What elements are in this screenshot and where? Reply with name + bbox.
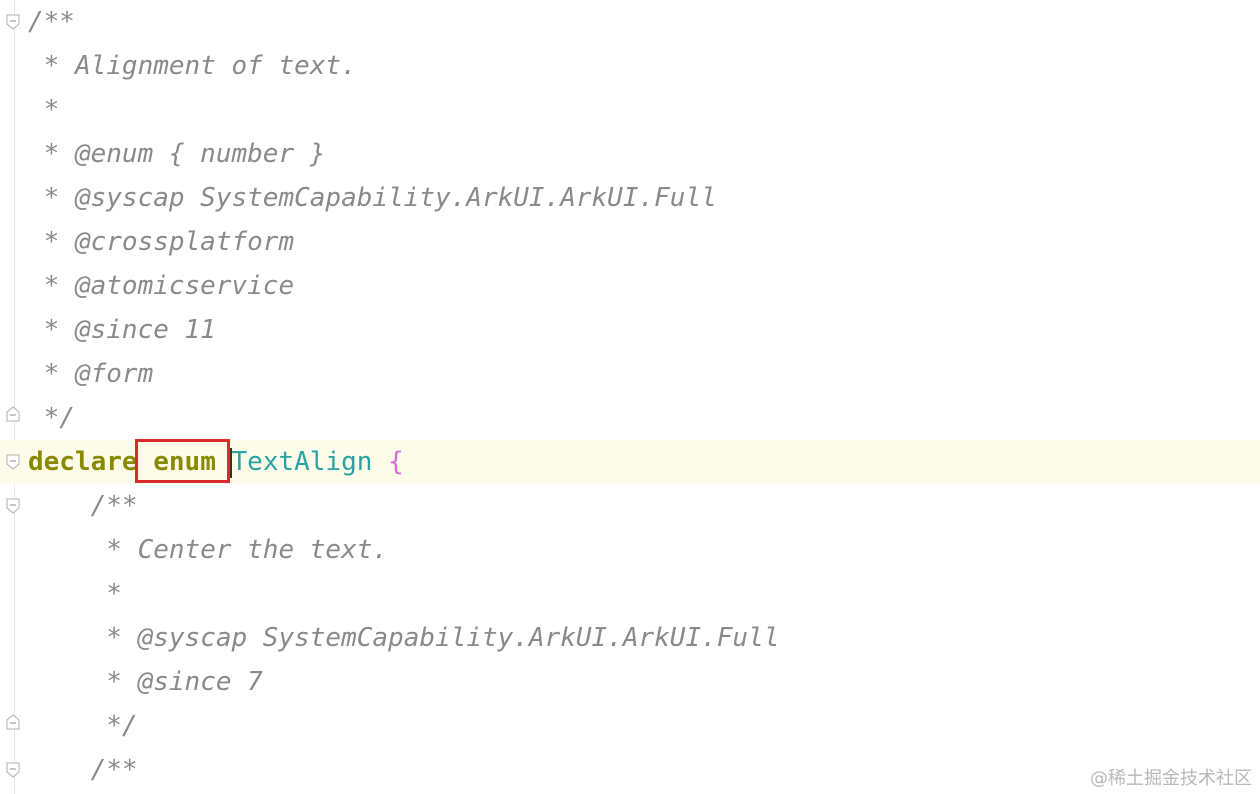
annotation-highlight-box	[135, 439, 230, 483]
comment-content: */	[90, 711, 138, 741]
watermark: @稀土掘金技术社区	[1090, 768, 1252, 789]
indent	[28, 535, 91, 565]
code-line[interactable]: * @since 7	[0, 660, 1260, 704]
text-caret	[230, 448, 232, 478]
comment-text: * @enum { number }	[28, 139, 326, 169]
comment-text: *	[28, 578, 122, 610]
code-line-current[interactable]: declare enum TextAlign {	[0, 440, 1260, 484]
fold-close-icon[interactable]	[6, 714, 20, 730]
indent	[28, 711, 91, 741]
comment-content: * @since 7	[90, 667, 263, 697]
code-line[interactable]: */	[0, 396, 1260, 440]
code-line[interactable]: */	[0, 704, 1260, 748]
code-line[interactable]: *	[0, 572, 1260, 616]
code-line[interactable]: * @form	[0, 352, 1260, 396]
gutter-divider	[14, 0, 15, 794]
comment-content: *	[90, 579, 122, 609]
comment-content: /**	[90, 755, 138, 785]
comment-text: * @syscap SystemCapability.ArkUI.ArkUI.F…	[28, 622, 779, 654]
code-line[interactable]: * @syscap SystemCapability.ArkUI.ArkUI.F…	[0, 176, 1260, 220]
code-line[interactable]: /**	[0, 484, 1260, 528]
code-line[interactable]: * @syscap SystemCapability.ArkUI.ArkUI.F…	[0, 616, 1260, 660]
comment-content: * Center the text.	[90, 535, 389, 565]
comment-text: * @syscap SystemCapability.ArkUI.ArkUI.F…	[28, 183, 717, 213]
code-line[interactable]: * @atomicservice	[0, 264, 1260, 308]
code-line[interactable]: *	[0, 88, 1260, 132]
code-line[interactable]: * Alignment of text.	[0, 44, 1260, 88]
comment-text: /**	[28, 490, 138, 522]
comment-text: * @since 7	[28, 666, 263, 698]
comment-text: */	[28, 403, 75, 433]
comment-text: /**	[28, 754, 138, 786]
code-line[interactable]: * @since 11	[0, 308, 1260, 352]
comment-text: * @since 11	[28, 315, 216, 345]
fold-open-icon[interactable]	[6, 14, 20, 30]
fold-open-icon[interactable]	[6, 454, 20, 470]
code-line[interactable]: /**	[0, 0, 1260, 44]
indent	[28, 579, 91, 609]
indent	[28, 491, 91, 521]
comment-text: * @atomicservice	[28, 271, 295, 301]
open-brace: {	[388, 447, 404, 477]
comment-text: * Alignment of text.	[28, 51, 357, 81]
comment-text: */	[28, 710, 138, 742]
indent	[28, 667, 91, 697]
code-line[interactable]: /**	[0, 748, 1260, 792]
code-line[interactable]: * Center the text.	[0, 528, 1260, 572]
code-line[interactable]: * @crossplatform	[0, 220, 1260, 264]
fold-open-icon[interactable]	[6, 498, 20, 514]
fold-open-icon[interactable]	[6, 762, 20, 778]
fold-close-icon[interactable]	[6, 406, 20, 422]
keyword-declare: declare	[28, 447, 138, 477]
comment-text: * @form	[28, 359, 154, 389]
comment-text: * Center the text.	[28, 534, 388, 566]
comment-content: * @syscap SystemCapability.ArkUI.ArkUI.F…	[90, 623, 780, 653]
keyword-enum: enum	[153, 447, 216, 477]
enum-name: TextAlign	[231, 447, 373, 477]
comment-text: /**	[28, 7, 75, 37]
indent	[28, 623, 91, 653]
comment-content: /**	[90, 491, 138, 521]
comment-text: * @crossplatform	[28, 227, 295, 257]
code-line[interactable]: * @enum { number }	[0, 132, 1260, 176]
declaration-code: declare enum TextAlign {	[28, 446, 404, 478]
indent	[28, 755, 91, 785]
comment-text: *	[28, 95, 60, 125]
